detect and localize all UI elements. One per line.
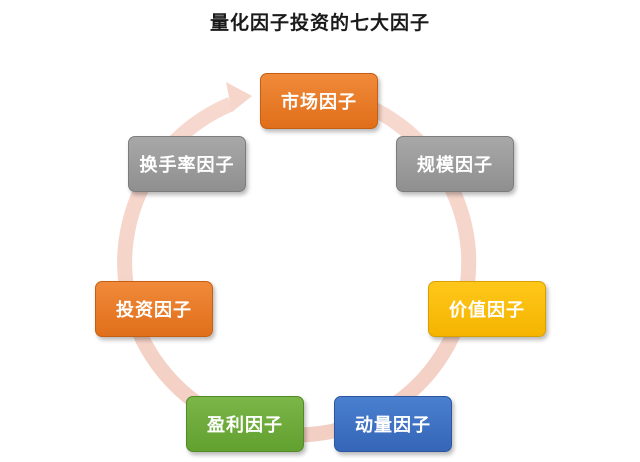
factor-profitability: 盈利因子 [186,396,304,452]
factor-turnover: 换手率因子 [128,136,246,192]
cycle-ring-arrowhead [226,82,252,112]
factor-size: 规模因子 [396,136,514,192]
factor-investment: 投资因子 [95,281,213,337]
diagram-title: 量化因子投资的七大因子 [209,12,430,34]
factor-momentum: 动量因子 [334,396,452,452]
factor-market: 市场因子 [260,73,378,129]
factor-value: 价值因子 [428,281,546,337]
